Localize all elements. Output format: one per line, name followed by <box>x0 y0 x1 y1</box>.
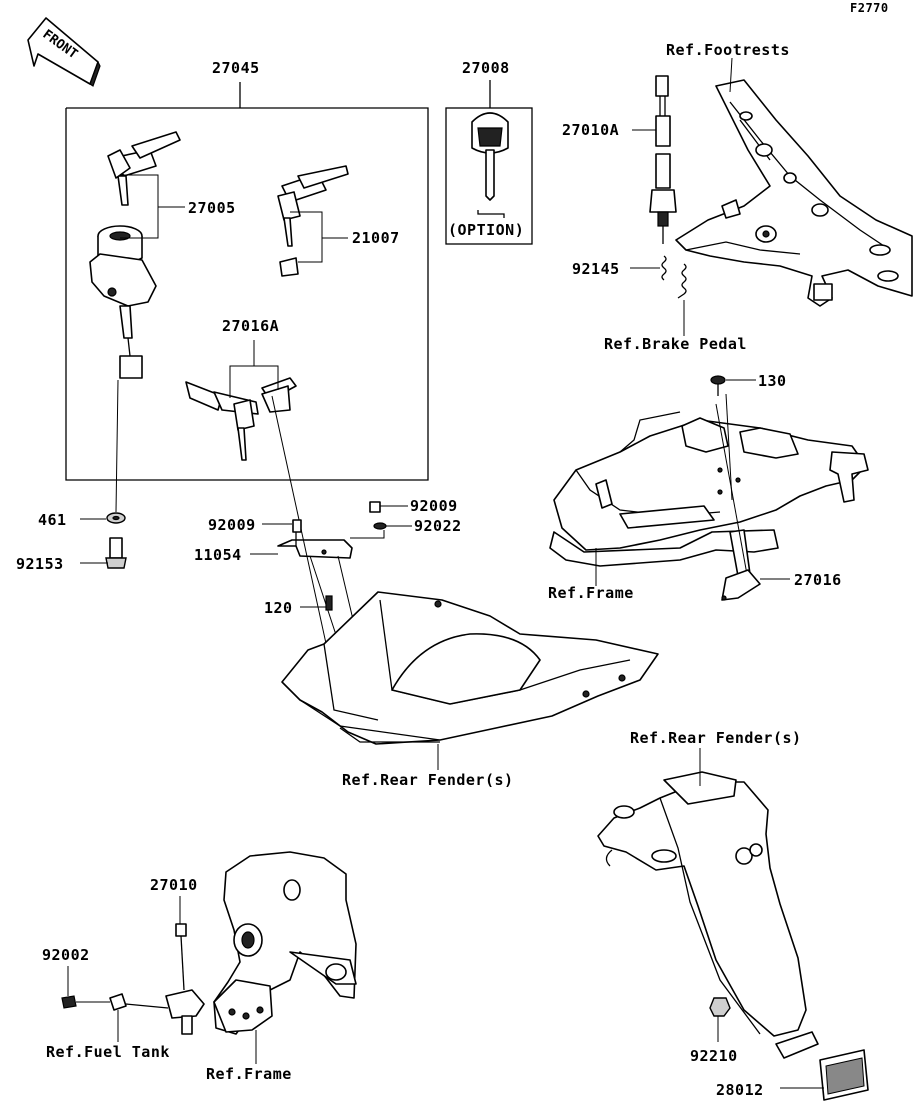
ignition-switch-body <box>89 225 157 379</box>
diagram-code: F2770 <box>850 1 889 15</box>
rear-fender-tray <box>281 591 659 745</box>
ref-rear-fender-right: Ref.Rear Fender(s) <box>630 729 802 747</box>
bolt-130 <box>710 375 726 396</box>
bracket-11054 <box>277 524 353 559</box>
ref-fuel-tank: Ref.Fuel Tank <box>46 1043 170 1061</box>
ref-brake-pedal: Ref.Brake Pedal <box>604 335 747 353</box>
callout-461: 461 <box>38 511 67 529</box>
ref-frame-bottom: Ref.Frame <box>206 1065 292 1083</box>
leader-27005 <box>120 174 185 239</box>
option-label: (OPTION) <box>448 221 525 239</box>
reflector-28012 <box>775 1031 869 1101</box>
callout-92009-left: 92009 <box>208 516 256 534</box>
screw-92002 <box>61 995 110 1009</box>
ref-rear-fender-mid: Ref.Rear Fender(s) <box>342 771 514 789</box>
ref-footrests: Ref.Footrests <box>666 41 790 59</box>
callout-27016A: 27016A <box>222 317 280 335</box>
callout-27045: 27045 <box>212 59 260 77</box>
callout-27016: 27016 <box>794 571 842 589</box>
switch-27016 <box>721 569 761 601</box>
screw-92009-left <box>292 519 302 533</box>
callout-11054: 11054 <box>194 546 242 564</box>
washer-461 <box>106 512 126 524</box>
callout-92153: 92153 <box>16 555 64 573</box>
screw-120 <box>325 595 333 611</box>
kit-box-27045 <box>65 82 429 481</box>
key-set-27005 <box>107 131 181 206</box>
spring-92145 <box>661 255 687 299</box>
front-direction-arrow: FRONT <box>27 17 101 87</box>
callout-28012: 28012 <box>716 1081 764 1099</box>
callout-92009-right: 92009 <box>410 497 458 515</box>
callout-120: 120 <box>264 599 293 617</box>
callout-27005: 27005 <box>188 199 236 217</box>
front-brake-switch-27010 <box>165 923 205 1035</box>
nut-92210 <box>709 997 731 1017</box>
callout-92210: 92210 <box>690 1047 738 1065</box>
rear-fender-lower <box>597 771 807 1037</box>
brake-switch-27010A <box>649 75 677 244</box>
footrest-bracket <box>675 79 913 307</box>
callout-21007: 21007 <box>352 229 400 247</box>
callout-92145: 92145 <box>572 260 620 278</box>
callout-92022: 92022 <box>414 517 462 535</box>
screw-92009-right <box>369 501 381 513</box>
ref-frame-top: Ref.Frame <box>548 584 634 602</box>
callout-27010A: 27010A <box>562 121 620 139</box>
callout-27010: 27010 <box>150 876 198 894</box>
callout-27008: 27008 <box>462 59 510 77</box>
key-set-27016A <box>185 340 297 461</box>
key-set-21007 <box>277 165 349 277</box>
callout-92002: 92002 <box>42 946 90 964</box>
front-frame-section <box>213 851 357 1035</box>
option-key-box-27008 <box>445 80 533 245</box>
fuel-tank-bracket <box>109 993 127 1011</box>
callout-130: 130 <box>758 372 787 390</box>
bolt-92153 <box>105 537 127 569</box>
nut-92022 <box>373 522 387 530</box>
frame-section <box>549 411 869 577</box>
